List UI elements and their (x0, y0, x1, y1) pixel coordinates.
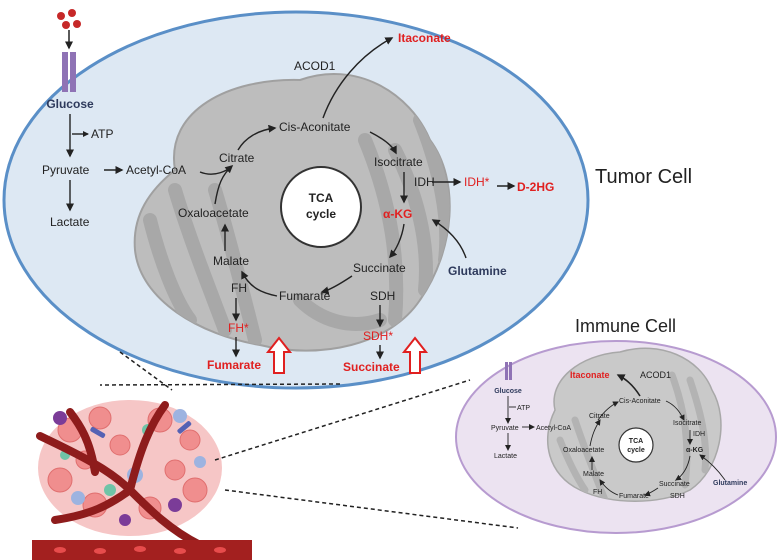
oxaloacetate-label: Oxaloacetate (178, 206, 249, 220)
pyruvate-label: Pyruvate (42, 163, 90, 177)
immune-tca-label: TCA (629, 438, 643, 445)
immune-lactate-label: Lactate (494, 453, 517, 460)
atp-label: ATP (91, 127, 113, 141)
isocitrate-label: Isocitrate (374, 155, 423, 169)
idh-label: IDH (414, 175, 435, 189)
connector-line-upper (214, 379, 471, 461)
tumor-cell: TCA cycle Glucose ATP Pyruvate Acetyl-Co… (2, 9, 590, 390)
acod1-label: ACOD1 (294, 59, 336, 73)
fumarate-output-label: Fumarate (207, 358, 261, 372)
immune-glutamine-label: Glutamine (713, 480, 747, 487)
tumor-tissue-illustration (32, 351, 341, 560)
tca-label: TCA (309, 191, 334, 205)
immune-fumarate-label: Fumarate (619, 493, 649, 500)
connector-line-lower (224, 489, 519, 529)
immune-citrate-label: Citrate (589, 413, 610, 420)
immune-tca-circle (618, 427, 654, 463)
succinate-label: Succinate (353, 261, 406, 275)
immune-succinate-label: Succinate (659, 481, 690, 488)
sdh-label: SDH (370, 289, 395, 303)
immune-pyruvate-label: Pyruvate (491, 425, 519, 432)
immune-fh-label: FH (593, 489, 602, 496)
tca-cycle-circle (280, 166, 362, 248)
immune-sdh-label: SDH (670, 493, 685, 500)
immune-pathway-arrows (505, 374, 726, 497)
cycle-label: cycle (306, 207, 336, 221)
tumor-cell-title: Tumor Cell (595, 166, 692, 188)
immune-malate-label: Malate (583, 471, 604, 478)
immune-glucose-transporter (505, 362, 512, 380)
itaconate-label: Itaconate (398, 31, 451, 45)
succinate-output-label: Succinate (343, 360, 400, 374)
immune-alpha-kg-label: α-KG (686, 447, 704, 454)
citrate-label: Citrate (219, 151, 255, 165)
glucose-transporter (57, 9, 81, 92)
immune-glucose-label: Glucose (494, 388, 522, 395)
immune-cell: TCA cycle Glucose ATP Pyruvate Acetyl-Co… (455, 340, 777, 534)
lactate-label: Lactate (50, 215, 90, 229)
immune-cycle-label: cycle (627, 447, 645, 454)
fumarate-label: Fumarate (279, 289, 331, 303)
sdh-mutant-label: SDH* (363, 329, 393, 343)
idh-mutant-label: IDH* (464, 175, 490, 189)
fumarate-increase-icon (265, 336, 293, 374)
immune-cis-aconitate-label: Cis-Aconitate (619, 398, 661, 405)
acetyl-coa-label: Acetyl-CoA (126, 163, 186, 177)
immune-acod1-label: ACOD1 (640, 370, 671, 380)
glutamine-label: Glutamine (448, 264, 507, 278)
glucose-label: Glucose (46, 97, 94, 111)
immune-itaconate-label: Itaconate (570, 370, 610, 380)
immune-atp-label: ATP (517, 405, 530, 412)
immune-idh-label: IDH (693, 431, 705, 438)
fh-mutant-label: FH* (228, 321, 249, 335)
immune-cell-title: Immune Cell (575, 316, 676, 336)
tumor-pathway-arrows (66, 37, 516, 360)
cis-aconitate-label: Cis-Aconitate (279, 120, 351, 134)
d2hg-label: D-2HG (517, 180, 554, 194)
malate-label: Malate (213, 254, 249, 268)
immune-oxaloacetate-label: Oxaloacetate (563, 447, 604, 454)
immune-isocitrate-label: Isocitrate (673, 420, 702, 427)
alpha-kg-label: α-KG (383, 207, 412, 221)
succinate-increase-icon (401, 336, 429, 374)
fh-label: FH (231, 281, 247, 295)
immune-acetyl-coa-label: Acetyl-CoA (536, 425, 571, 432)
